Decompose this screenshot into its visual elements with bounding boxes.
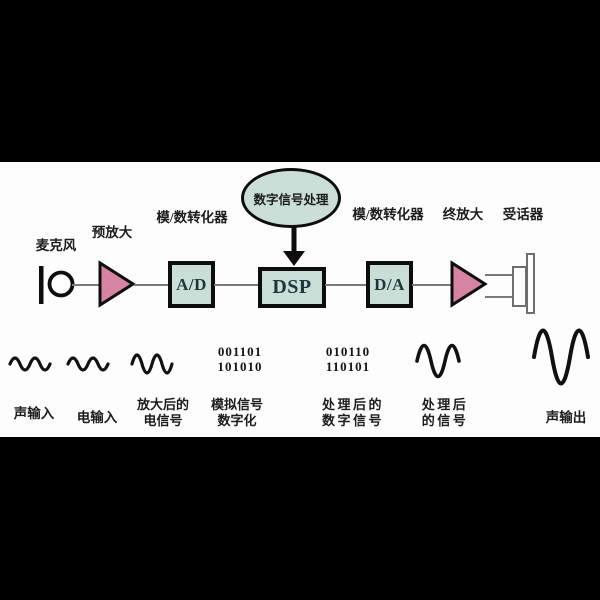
receiver-speaker-plate [526, 253, 535, 314]
waveform-sound-input-icon [8, 356, 52, 372]
dsp-block: DSP [258, 267, 326, 308]
label-processed-digital-line2: 数字信号 [321, 412, 384, 428]
label-preamp: 预放大 [91, 225, 133, 240]
waveform-sound-output-icon [532, 328, 590, 386]
label-amplified-signal-line2: 电信号 [143, 412, 183, 428]
label-processed-digital: 处理后的 数字信号 [313, 397, 393, 428]
wire-amp-to-speaker-top [485, 274, 514, 276]
label-electric-input: 电输入 [76, 410, 118, 425]
dsp-bubble: 数字信号处理 [241, 168, 341, 228]
label-sound-input: 声输入 [13, 406, 55, 421]
adc-block-label: A/D [176, 274, 207, 294]
binary-digitized: 001101 101010 [203, 344, 277, 374]
receiver-speaker-icon [512, 266, 527, 307]
down-arrow-icon [283, 227, 305, 266]
waveform-amplified-icon [130, 353, 174, 375]
wire-dsp-to-dac [325, 284, 367, 286]
binary-processed: 010110 110101 [311, 344, 385, 374]
label-microphone: 麦克风 [35, 238, 77, 253]
label-analog-digitized-line2: 数字化 [217, 412, 257, 428]
microphone-icon [39, 266, 75, 304]
binary-digitized-line2: 101010 [217, 359, 263, 374]
waveform-processed-icon [415, 343, 461, 379]
binary-processed-line2: 110101 [325, 359, 371, 374]
dsp-block-label: DSP [272, 276, 312, 298]
label-amplified-signal: 放大后的 电信号 [129, 397, 197, 428]
label-processed-signal-line2: 的信号 [421, 412, 469, 428]
adc-block: A/D [168, 261, 215, 308]
label-processed-signal-line1: 处理后 [421, 397, 469, 412]
binary-digitized-line1: 001101 [217, 344, 263, 359]
wire-preamp-to-adc [134, 284, 169, 286]
dsp-bubble-label: 数字信号处理 [253, 192, 329, 207]
preamp-triangle-icon [98, 260, 136, 308]
wire-dac-to-finalamp [412, 284, 451, 286]
waveform-electric-input-icon [66, 356, 110, 372]
label-analog-digitized-line1: 模拟信号 [210, 397, 263, 412]
label-amplified-signal-line1: 放大后的 [136, 397, 189, 412]
label-final-amp: 终放大 [442, 207, 484, 222]
final-amp-triangle-icon [450, 260, 488, 308]
dac-block: D/A [366, 261, 413, 308]
label-adc: 模/数转化器 [156, 210, 228, 225]
label-dac: 模/数转化器 [352, 207, 424, 222]
label-receiver: 受话器 [502, 207, 544, 222]
wire-adc-to-dsp [214, 284, 259, 286]
binary-processed-line1: 010110 [325, 344, 371, 359]
wire-mic-to-preamp [72, 284, 100, 286]
label-processed-signal: 处理后 的信号 [405, 397, 485, 428]
label-sound-output: 声输出 [545, 410, 587, 425]
label-analog-digitized: 模拟信号 数字化 [203, 397, 271, 428]
wire-amp-to-speaker-bottom [485, 296, 514, 298]
dac-block-label: D/A [374, 274, 405, 294]
label-processed-digital-line1: 处理后的 [321, 397, 384, 412]
